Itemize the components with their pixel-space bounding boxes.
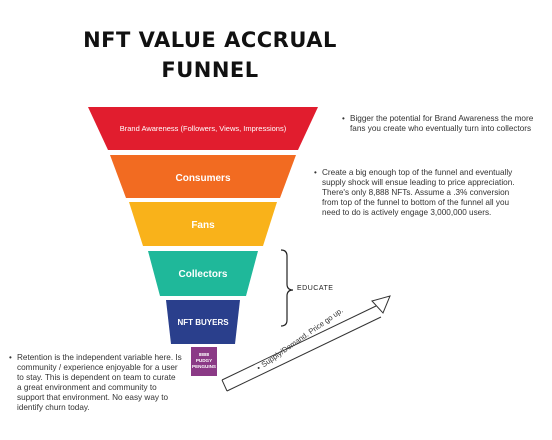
note-brand-awareness-text: Bigger the potential for Brand Awareness…: [350, 114, 534, 133]
supply-demand-arrow: [221, 295, 391, 392]
note-top-of-funnel: • Create a big enough top of the funnel …: [314, 168, 522, 218]
note-brand-awareness: • Bigger the potential for Brand Awarene…: [342, 114, 545, 134]
funnel-label-pudgy-line-2: PUDGY: [196, 358, 212, 363]
funnel-label-consumers: Consumers: [175, 173, 230, 184]
funnel-level-brand-awareness: [88, 107, 318, 150]
bullet-icon: •: [314, 168, 317, 177]
funnel-level-nft-buyers: [166, 300, 240, 344]
funnel-label-pudgy-line-1: 8888: [199, 352, 210, 357]
funnel-level-pudgy-penguins: [191, 347, 217, 376]
note-retention-text: Retention is the independent variable he…: [17, 353, 182, 412]
funnel-label-brand-awareness: Brand Awareness (Followers, Views, Impre…: [120, 124, 287, 133]
bullet-icon: •: [342, 114, 345, 123]
funnel-level-consumers: [110, 155, 296, 198]
educate-bracket: [280, 249, 294, 327]
funnel-label-pudgy-line-3: PENGUINS: [192, 364, 216, 369]
note-retention: • Retention is the independent variable …: [9, 353, 182, 413]
diagram-title-line-1: NFT VALUE ACCRUAL: [83, 28, 337, 52]
funnel-level-collectors: [148, 251, 258, 296]
funnel-label-nft-buyers: NFT BUYERS: [177, 318, 229, 327]
funnel-label-fans: Fans: [191, 220, 215, 231]
educate-label: EDUCATE: [297, 285, 334, 292]
diagram-title-line-2: FUNNEL: [161, 58, 259, 82]
bullet-icon: •: [9, 353, 12, 362]
funnel-level-fans: [129, 202, 277, 246]
note-top-of-funnel-text: Create a big enough top of the funnel an…: [322, 168, 515, 217]
funnel-label-collectors: Collectors: [179, 269, 228, 280]
